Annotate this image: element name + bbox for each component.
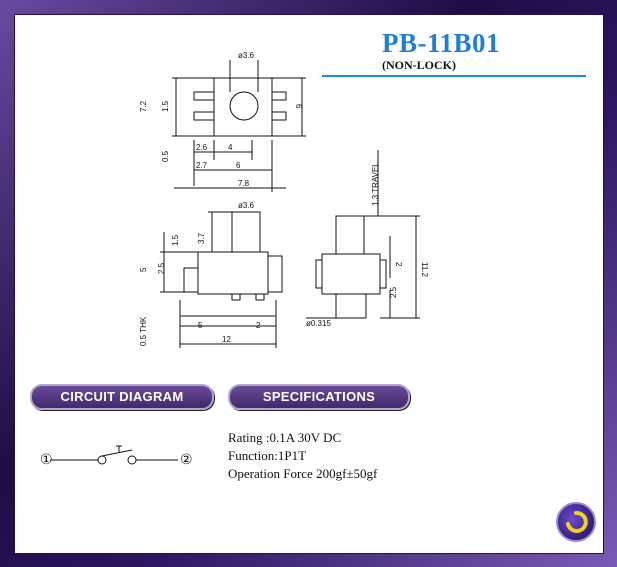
dim-side-5-width: 5	[198, 321, 203, 330]
part-subtitle: (NON-LOCK)	[382, 58, 456, 72]
dim-side-2-width: 2	[256, 321, 261, 330]
end-view-actuator	[335, 215, 365, 255]
dim-top-6: 6	[236, 161, 241, 170]
dim-side-3-7: 3.7	[197, 232, 206, 244]
title-underline	[322, 75, 586, 77]
dim-top-1-5: 1.5	[161, 100, 170, 112]
dim-top-2-6: 2.6	[196, 143, 208, 152]
dim-end-travel: 1.3 TRAVEL	[371, 162, 380, 206]
side-view-body	[197, 251, 269, 295]
dim-top-7-2: 7.2	[139, 100, 148, 112]
pin-1-label: ①	[40, 452, 53, 468]
dim-end-11-2: 11.2	[420, 262, 429, 278]
side-view-actuator	[231, 211, 261, 253]
pin-2-label: ②	[180, 452, 193, 468]
specifications-heading: SPECIFICATIONS	[228, 384, 410, 410]
dim-end-2-5: 2.5	[389, 286, 398, 298]
dim-top-2-7: 2.7	[196, 161, 208, 170]
dim-side-12: 12	[222, 335, 231, 344]
dim-end-2: 2	[394, 262, 403, 267]
dim-top-7-8: 7.8	[238, 179, 250, 188]
dim-side-thk: 0.5 THK	[139, 316, 148, 346]
dim-top-0-5: 0.5	[161, 150, 170, 162]
circuit-diagram-heading: CIRCUIT DIAGRAM	[30, 384, 214, 410]
content-panel	[14, 14, 604, 554]
dim-side-5: 5	[139, 267, 148, 272]
spec-operation-force: Operation Force 200gf±50gf	[228, 466, 378, 481]
top-view-body	[213, 77, 273, 137]
spec-function: Function:1P1T	[228, 448, 307, 463]
dim-end-pin: ø0.315	[306, 319, 331, 328]
spec-rating: Rating :0.1A 30V DC	[228, 430, 342, 445]
swirl-icon	[566, 510, 588, 533]
dim-top-4: 4	[228, 143, 233, 152]
brand-logo	[556, 502, 596, 542]
dim-top-diameter: ø3.6	[238, 51, 255, 60]
top-view-actuator	[229, 91, 259, 121]
dim-side-diameter: ø3.6	[238, 201, 255, 210]
dim-side-2-5: 2.5	[157, 262, 166, 274]
end-view-body	[321, 253, 381, 295]
part-number-title: PB-11B01	[382, 28, 501, 58]
dim-top-6-vertical: 6	[294, 104, 303, 109]
circuit-diagram	[50, 445, 178, 465]
dim-side-1-5: 1.5	[171, 234, 180, 246]
